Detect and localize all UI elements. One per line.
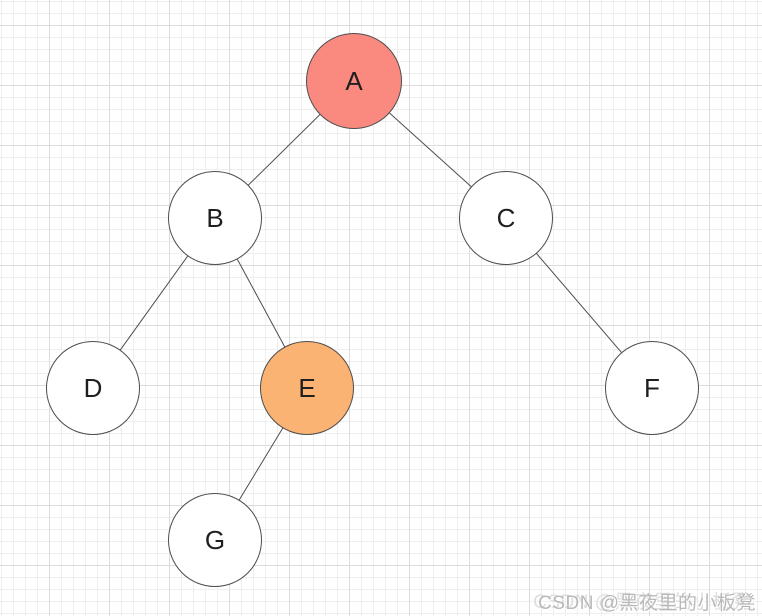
tree-node-G[interactable]: G [168,493,262,587]
tree-node-E[interactable]: E [260,341,354,435]
tree-node-label: C [496,203,516,233]
tree-node-A[interactable]: A [306,33,402,129]
tree-node-C[interactable]: C [459,171,553,265]
tree-node-F[interactable]: F [605,341,699,435]
tree-node-B[interactable]: B [168,171,262,265]
tree-node-label: A [345,66,363,96]
tree-node-label: D [83,373,103,403]
tree-node-label: G [204,525,226,555]
tree-node-label: E [298,373,316,403]
tree-node-label: F [644,373,660,403]
tree-node-label: B [206,203,224,233]
tree-node-D[interactable]: D [46,341,140,435]
